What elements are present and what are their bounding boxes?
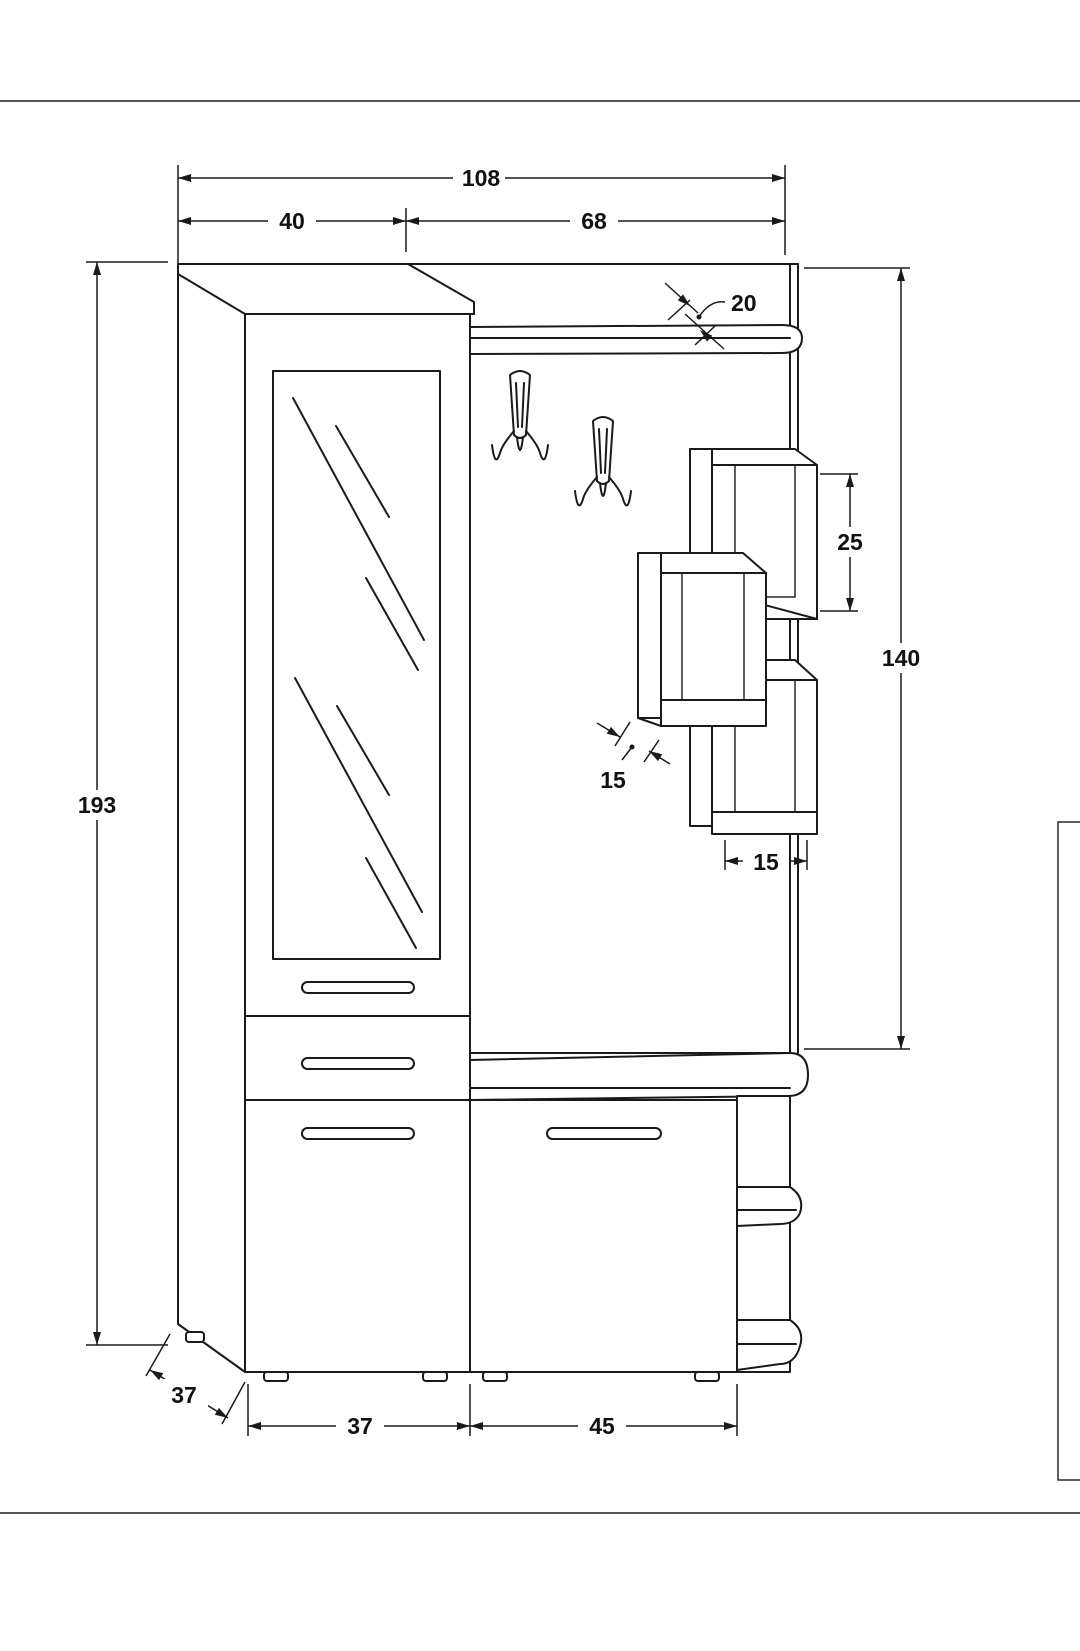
dimension-total-width: 108 — [177, 162, 786, 264]
dimension-coat-section-width: 68 — [406, 206, 785, 236]
mirror-reflection-lines — [292, 397, 425, 949]
top-shelf — [469, 324, 803, 355]
dim-label-40: 40 — [279, 208, 305, 234]
tall-cabinet-side — [177, 263, 246, 1373]
dimension-cube-side-thickness: 15 — [596, 721, 671, 793]
dimension-cube-height: 25 — [820, 473, 874, 612]
dimension-cabinet-front-width: 37 — [247, 1384, 471, 1441]
tall-cabinet-lower-door — [244, 1099, 471, 1373]
lower-left-door-handle — [301, 1127, 415, 1140]
dimension-panel-height: 140 — [804, 267, 928, 1050]
dim-label-37-front: 37 — [347, 1413, 373, 1439]
dim-label-108: 108 — [462, 165, 501, 191]
dimension-depth: 37 — [145, 1333, 246, 1425]
dim-label-37-depth: 37 — [171, 1382, 197, 1408]
dim-label-140: 140 — [882, 645, 920, 671]
dim-label-45: 45 — [589, 1413, 615, 1439]
side-open-shelves — [736, 1095, 803, 1373]
dim-label-68: 68 — [581, 208, 607, 234]
dimension-total-height: 193 — [70, 261, 168, 1346]
coat-hook-right — [574, 416, 632, 507]
cabinet-feet — [185, 1331, 720, 1382]
bench-top — [469, 1052, 809, 1101]
dim-label-15-bottom: 15 — [753, 849, 779, 875]
coat-hook-left — [491, 370, 549, 461]
shoe-cabinet-handle — [546, 1127, 662, 1140]
hallway-furniture — [177, 263, 818, 1382]
dimension-cube-bottom-width: 15 — [724, 840, 808, 876]
dim-label-25: 25 — [837, 529, 863, 555]
drawer-handle — [301, 1057, 415, 1070]
dim-label-193: 193 — [78, 792, 116, 818]
side-info-box — [1057, 821, 1080, 1481]
dim-label-15-side: 15 — [600, 767, 626, 793]
dim-label-20: 20 — [731, 290, 757, 316]
mirror-door-handle — [301, 981, 415, 994]
dimension-top-shelf-offset: 20 — [664, 282, 757, 350]
dimension-cabinet-width: 40 — [178, 206, 407, 252]
mirror-glass — [272, 370, 441, 960]
wall-cube-middle — [637, 552, 767, 727]
shoe-cabinet-door — [469, 1099, 738, 1373]
dimension-shoe-cabinet-width: 45 — [470, 1384, 738, 1441]
